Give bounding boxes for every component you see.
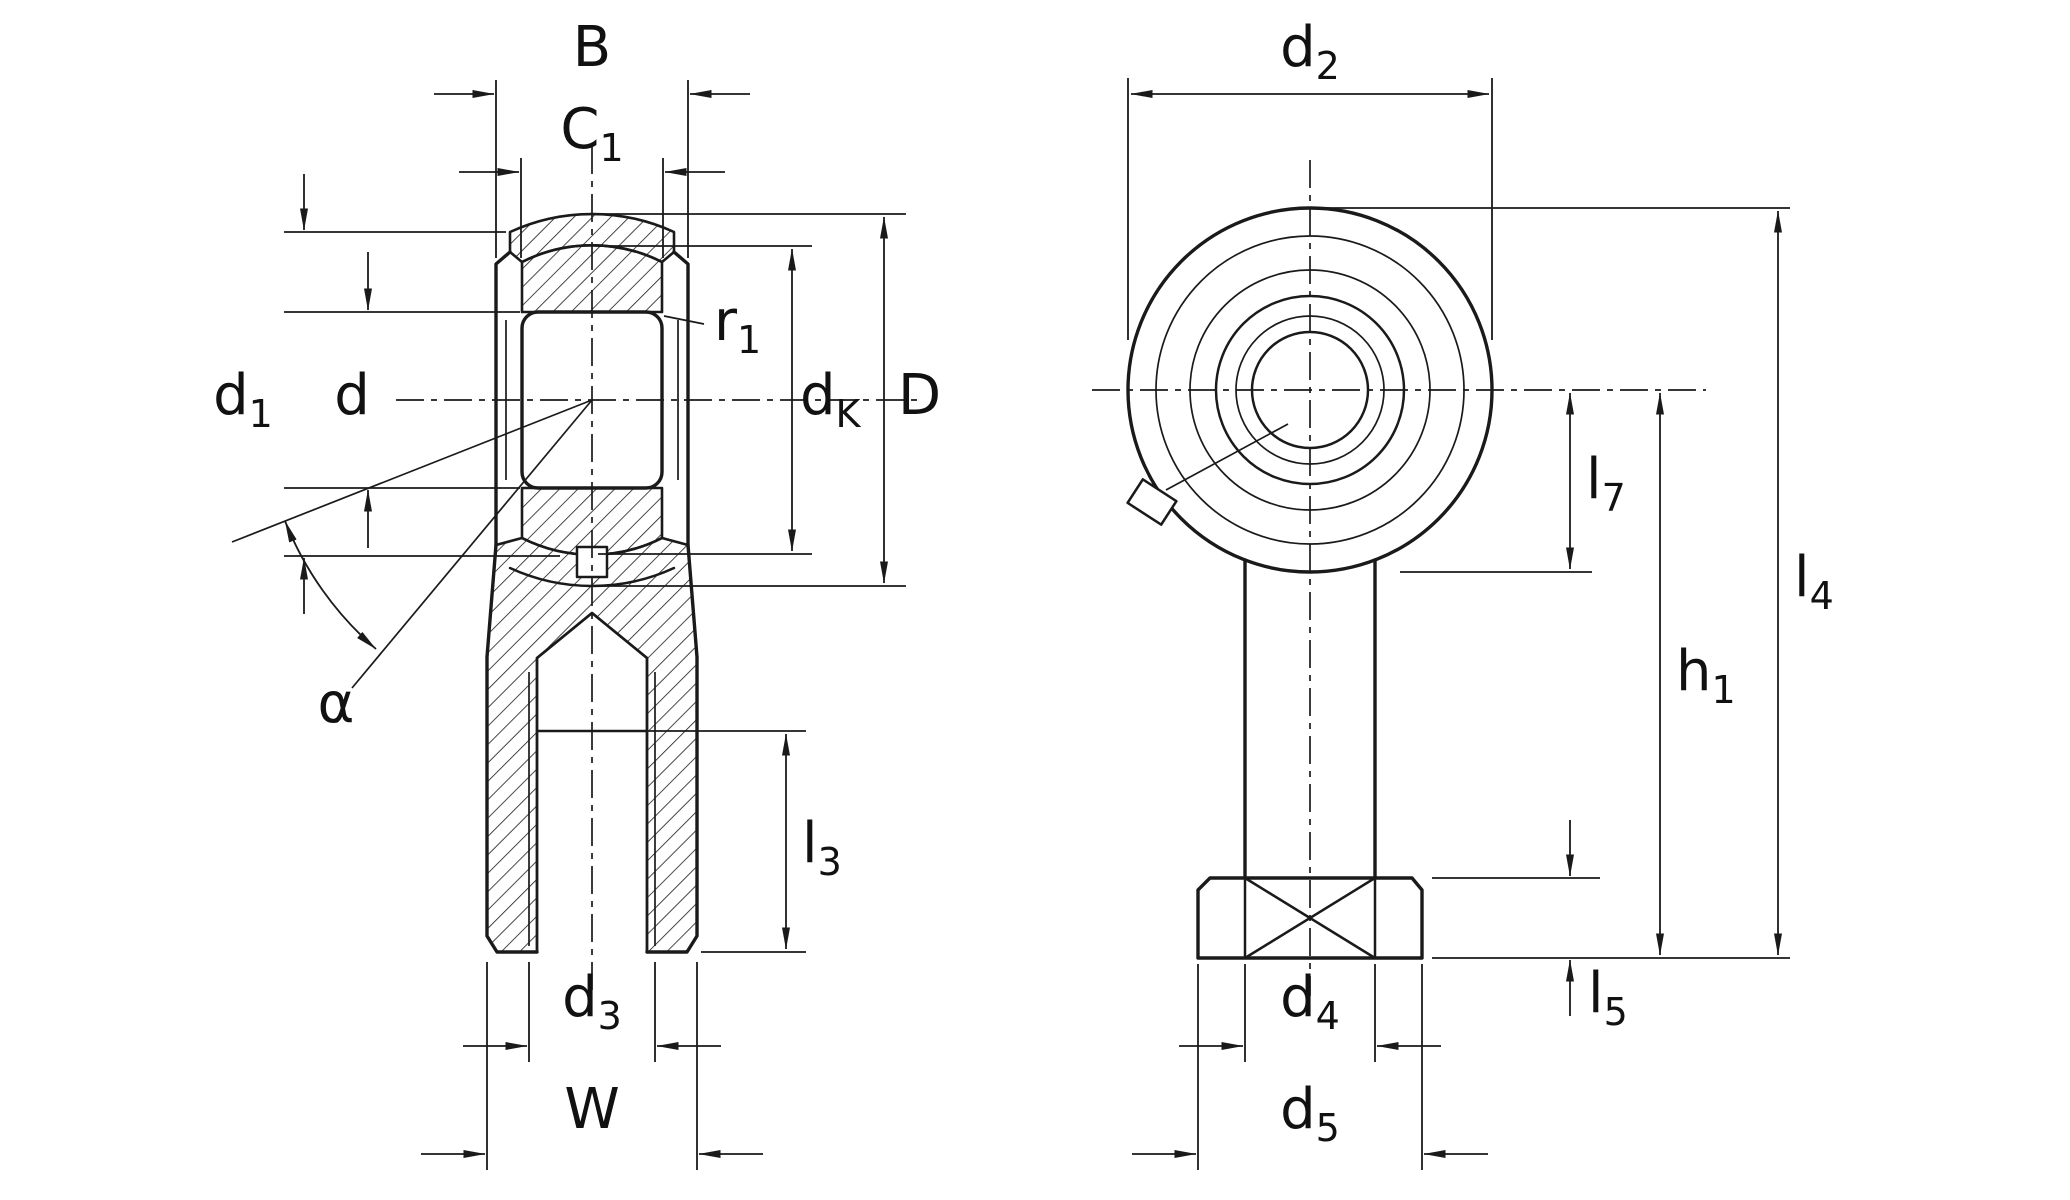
dim-label-W: W: [564, 1077, 619, 1142]
shank-outline-left: [485, 543, 539, 954]
dim-label-C1: C1: [560, 97, 623, 170]
right-view-face: d2 l7 h1 l4 l5: [1092, 15, 1834, 1170]
dim-label-l4: l4: [1794, 545, 1834, 618]
dim-d: d: [284, 252, 520, 548]
head-outline-right: [672, 250, 690, 547]
grease-hole-leader: [1165, 423, 1289, 491]
dim-label-d4: d4: [1280, 965, 1340, 1038]
dim-l4: l4: [1320, 207, 1834, 959]
dim-d2: d2: [1127, 15, 1493, 340]
dim-label-l3: l3: [802, 811, 842, 884]
left-view-section: B C1 d1 d r1: [213, 15, 941, 1170]
dim-alpha: α: [231, 399, 593, 736]
dim-label-l5: l5: [1588, 961, 1628, 1034]
dim-d3: d3: [463, 962, 721, 1062]
grease-boss: [1126, 478, 1178, 526]
dim-label-d5: d5: [1280, 1077, 1340, 1150]
dim-D: D: [598, 213, 941, 587]
dim-dK: dK: [598, 245, 862, 555]
dim-l3: l3: [647, 730, 842, 953]
dim-W: W: [421, 962, 763, 1170]
dim-B: B: [434, 15, 750, 258]
dim-r1: r1: [663, 289, 761, 362]
dim-d4: d4: [1179, 964, 1441, 1062]
head-outline-left: [494, 250, 512, 547]
dim-label-l7: l7: [1586, 447, 1626, 520]
dim-label-dK: dK: [800, 363, 862, 436]
dim-label-d2: d2: [1280, 15, 1340, 88]
dim-label-r1: r1: [714, 289, 761, 362]
dim-C1: C1: [459, 97, 725, 258]
dim-h1: h1: [1656, 392, 1736, 956]
dim-label-d: d: [334, 363, 370, 428]
dim-label-d3: d3: [562, 965, 622, 1038]
dim-label-h1: h1: [1676, 639, 1736, 712]
dim-label-B: B: [573, 15, 611, 80]
dim-l7: l7: [1400, 392, 1626, 573]
dim-label-alpha: α: [318, 671, 355, 736]
shank-outline-right: [645, 543, 699, 954]
dim-l5: l5: [1432, 820, 1628, 1034]
dim-d5: d5: [1132, 964, 1488, 1170]
dim-label-d1: d1: [213, 363, 273, 436]
dim-label-D: D: [898, 363, 941, 428]
